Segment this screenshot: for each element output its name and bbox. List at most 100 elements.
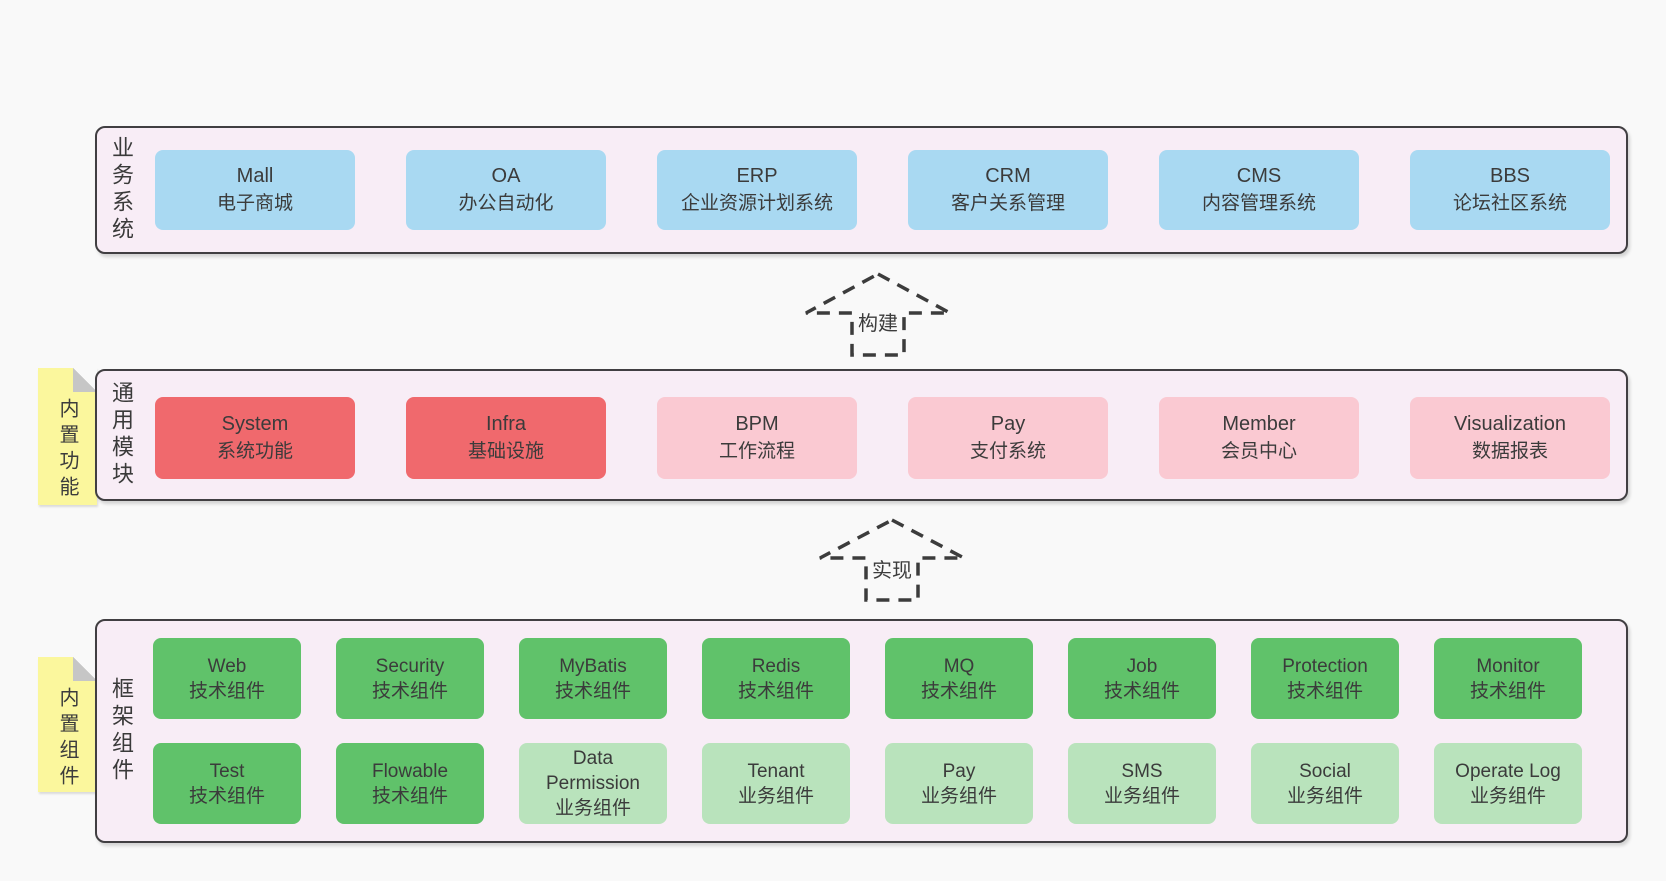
box-title: Infra xyxy=(485,413,527,435)
box-title: Flowable xyxy=(371,760,449,782)
box-subtitle: 技术组件 xyxy=(371,680,448,702)
box-title: Data Permission xyxy=(546,748,640,794)
box-mall: Mall 电子商城 xyxy=(155,150,355,230)
box-title: Test xyxy=(209,760,245,782)
box-title: Visualization xyxy=(1454,413,1566,435)
layer-label-framework-components: 框架组件 xyxy=(109,677,134,785)
box-title: OA xyxy=(491,165,521,187)
box-pay: Pay 支付系统 xyxy=(908,397,1108,479)
box-pay-component: Pay 业务组件 xyxy=(885,743,1033,824)
box-title: MQ xyxy=(943,655,975,677)
box-flowable: Flowable 技术组件 xyxy=(336,743,484,824)
box-title: Redis xyxy=(751,655,801,677)
box-member: Member 会员中心 xyxy=(1159,397,1359,479)
box-title: Operate Log xyxy=(1455,760,1561,782)
box-subtitle: 业务组件 xyxy=(1286,785,1363,807)
box-subtitle: 技术组件 xyxy=(371,785,448,807)
component-box-row-1: Web 技术组件 Security 技术组件 MyBatis 技术组件 Redi… xyxy=(153,638,1582,719)
box-title: Monitor xyxy=(1476,655,1540,677)
box-subtitle: 客户关系管理 xyxy=(950,193,1065,214)
box-tenant: Tenant 业务组件 xyxy=(702,743,850,824)
box-job: Job 技术组件 xyxy=(1068,638,1216,719)
box-subtitle: 会员中心 xyxy=(1220,441,1297,462)
box-subtitle: 电子商城 xyxy=(216,193,293,214)
sticky-note-label: 内置组件 xyxy=(56,687,78,791)
box-subtitle: 业务组件 xyxy=(1103,785,1180,807)
box-subtitle: 工作流程 xyxy=(718,441,795,462)
box-title: Pay xyxy=(942,760,976,782)
box-subtitle: 数据报表 xyxy=(1471,441,1548,462)
box-subtitle: 业务组件 xyxy=(1469,785,1546,807)
module-box-row: System 系统功能 Infra 基础设施 BPM 工作流程 Pay 支付系统… xyxy=(155,397,1610,479)
box-cms: CMS 内容管理系统 xyxy=(1159,150,1359,230)
box-subtitle: 技术组件 xyxy=(1286,680,1363,702)
arrow-build-label: 构建 xyxy=(854,306,902,337)
box-subtitle: 内容管理系统 xyxy=(1201,193,1316,214)
box-web: Web 技术组件 xyxy=(153,638,301,719)
box-title: BPM xyxy=(735,413,779,435)
box-mq: MQ 技术组件 xyxy=(885,638,1033,719)
box-visualization: Visualization 数据报表 xyxy=(1410,397,1610,479)
box-title: Member xyxy=(1222,413,1296,435)
box-protection: Protection 技术组件 xyxy=(1251,638,1399,719)
box-test: Test 技术组件 xyxy=(153,743,301,824)
box-subtitle: 支付系统 xyxy=(969,441,1046,462)
box-title: CRM xyxy=(985,165,1031,187)
layer-label-business-systems: 业务系统 xyxy=(109,136,134,244)
note-fold-corner xyxy=(73,657,97,681)
box-infra: Infra 基础设施 xyxy=(406,397,606,479)
box-subtitle: 企业资源计划系统 xyxy=(680,193,833,214)
layer-label-common-modules: 通用模块 xyxy=(109,381,134,489)
box-subtitle: 技术组件 xyxy=(188,785,265,807)
layer-framework-components: 框架组件 Web 技术组件 Security 技术组件 MyBatis 技术组件… xyxy=(95,619,1628,843)
box-operate-log: Operate Log 业务组件 xyxy=(1434,743,1582,824)
box-mybatis: MyBatis 技术组件 xyxy=(519,638,667,719)
box-title: Social xyxy=(1299,760,1351,782)
box-title: SMS xyxy=(1121,760,1163,782)
box-subtitle: 技术组件 xyxy=(554,680,631,702)
box-bpm: BPM 工作流程 xyxy=(657,397,857,479)
box-subtitle: 技术组件 xyxy=(1469,680,1546,702)
box-title: Mall xyxy=(236,165,274,187)
box-subtitle: 技术组件 xyxy=(737,680,814,702)
box-title: CMS xyxy=(1236,165,1282,187)
box-title: Web xyxy=(207,655,247,677)
box-system: System 系统功能 xyxy=(155,397,355,479)
box-sms: SMS 业务组件 xyxy=(1068,743,1216,824)
box-security: Security 技术组件 xyxy=(336,638,484,719)
box-monitor: Monitor 技术组件 xyxy=(1434,638,1582,719)
layer-business-systems: 业务系统 Mall 电子商城 OA 办公自动化 ERP 企业资源计划系统 CRM… xyxy=(95,126,1628,254)
box-subtitle: 基础设施 xyxy=(467,441,544,462)
box-title: Protection xyxy=(1282,655,1368,677)
box-oa: OA 办公自动化 xyxy=(406,150,606,230)
sticky-note-built-in-components: 内置组件 xyxy=(38,657,97,792)
box-data-permission: Data Permission 业务组件 xyxy=(519,743,667,824)
box-subtitle: 系统功能 xyxy=(216,441,293,462)
business-box-row: Mall 电子商城 OA 办公自动化 ERP 企业资源计划系统 CRM 客户关系… xyxy=(155,150,1610,230)
box-subtitle: 技术组件 xyxy=(920,680,997,702)
box-subtitle: 业务组件 xyxy=(737,785,814,807)
box-subtitle: 业务组件 xyxy=(554,798,631,819)
box-social: Social 业务组件 xyxy=(1251,743,1399,824)
note-fold-corner xyxy=(73,368,97,392)
box-title: Security xyxy=(375,655,445,677)
box-subtitle: 技术组件 xyxy=(188,680,265,702)
box-title: BBS xyxy=(1489,165,1531,187)
box-subtitle: 办公自动化 xyxy=(458,193,554,214)
component-box-row-2: Test 技术组件 Flowable 技术组件 Data Permission … xyxy=(153,743,1582,824)
box-title: Job xyxy=(1126,655,1158,677)
box-bbs: BBS 论坛社区系统 xyxy=(1410,150,1610,230)
sticky-note-built-in-features: 内置功能 xyxy=(38,368,97,505)
sticky-note-label: 内置功能 xyxy=(56,398,78,502)
box-title: ERP xyxy=(736,165,778,187)
box-erp: ERP 企业资源计划系统 xyxy=(657,150,857,230)
arrow-implement-label: 实现 xyxy=(868,553,916,584)
box-subtitle: 论坛社区系统 xyxy=(1452,193,1567,214)
layer-common-modules: 通用模块 System 系统功能 Infra 基础设施 BPM 工作流程 Pay… xyxy=(95,369,1628,501)
box-title: Pay xyxy=(990,413,1026,435)
box-redis: Redis 技术组件 xyxy=(702,638,850,719)
box-subtitle: 技术组件 xyxy=(1103,680,1180,702)
box-title: MyBatis xyxy=(559,655,627,677)
box-crm: CRM 客户关系管理 xyxy=(908,150,1108,230)
box-title: System xyxy=(221,413,289,435)
